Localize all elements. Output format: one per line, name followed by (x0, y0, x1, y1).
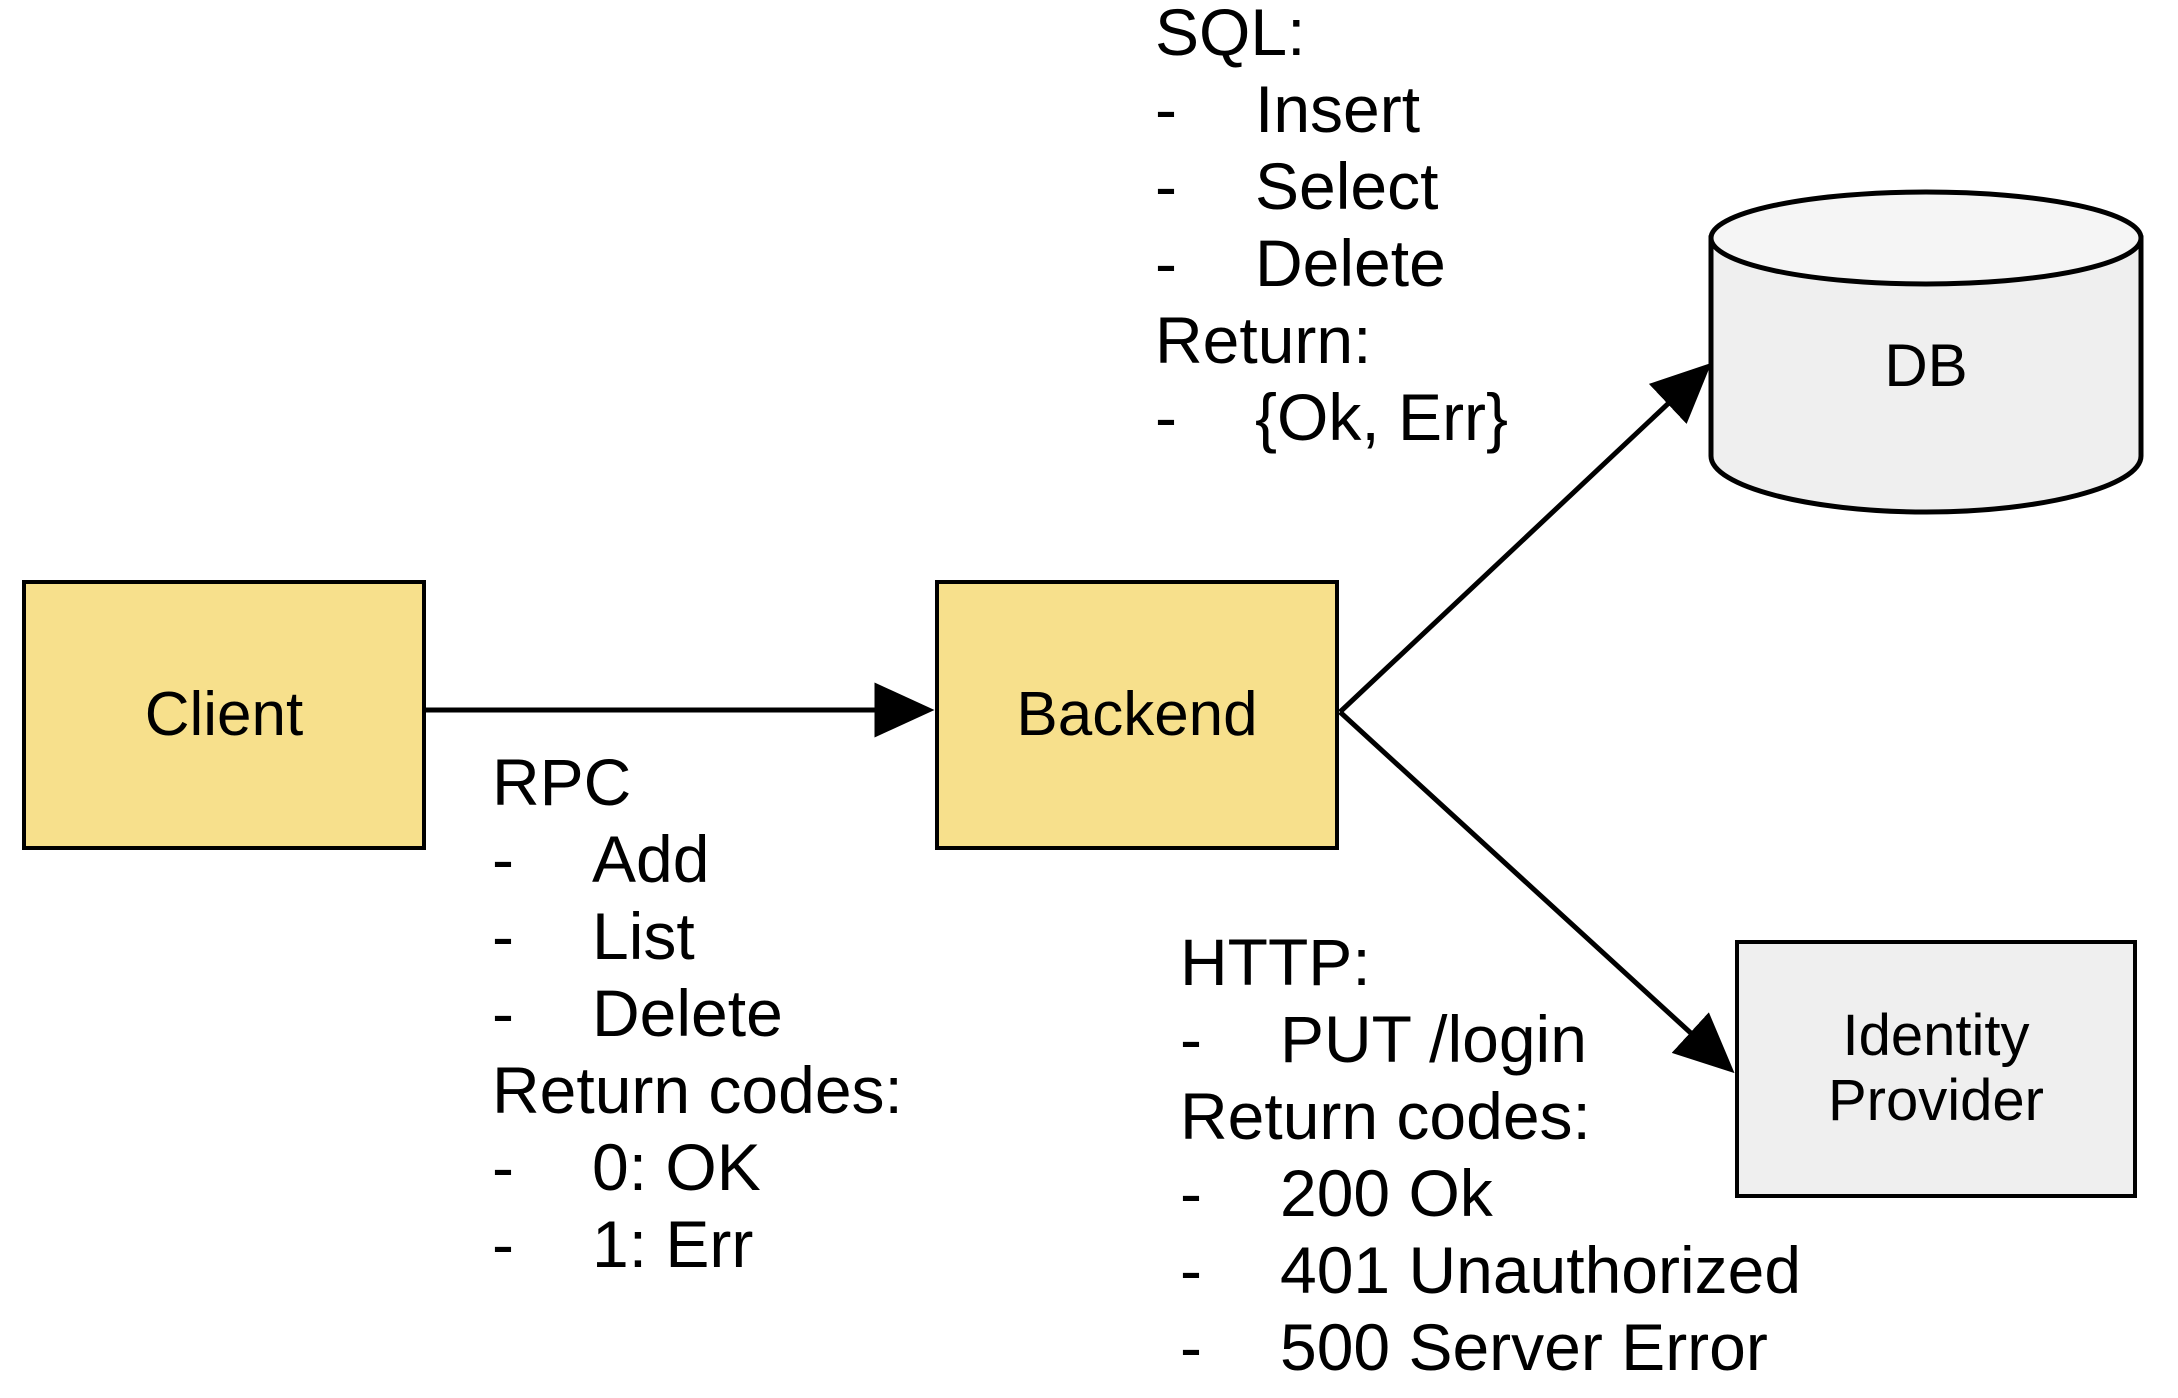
rpc-item-delete: - Delete (492, 975, 903, 1052)
bullet-dash: - (1155, 226, 1177, 300)
sql-return-item-ok-err-label: {Ok, Err} (1255, 380, 1509, 454)
bullet-dash: - (1180, 1156, 1202, 1230)
http-item-put-login: - PUT /login (1180, 1001, 1801, 1078)
bullet-dash: - (1155, 380, 1177, 454)
node-identity-provider-label: Identity Provider (1828, 1003, 2044, 1133)
rpc-item-list: - List (492, 898, 903, 975)
rpc-item-delete-label: Delete (592, 976, 783, 1050)
sql-item-insert: - Insert (1155, 71, 1508, 148)
annotation-rpc: RPC - Add - List - Delete Return codes: - 0:… (492, 744, 903, 1283)
bullet-dash: - (1180, 1310, 1202, 1384)
bullet-dash: - (1155, 149, 1177, 223)
http-return-item-401: - 401 Unauthorized (1180, 1232, 1801, 1309)
sql-return-item-ok-err: - {Ok, Err} (1155, 379, 1508, 456)
rpc-item-add-label: Add (592, 822, 710, 896)
bullet-dash: - (1155, 72, 1177, 146)
rpc-return-heading: Return codes: (492, 1053, 903, 1127)
sql-item-select: - Select (1155, 148, 1508, 225)
sql-item-select-label: Select (1255, 149, 1439, 223)
rpc-heading: RPC (492, 745, 632, 819)
http-return-item-200: - 200 Ok (1180, 1155, 1801, 1232)
node-client[interactable]: Client (22, 580, 426, 850)
http-heading: HTTP: (1180, 925, 1371, 999)
rpc-item-add: - Add (492, 821, 903, 898)
bullet-dash: - (492, 976, 514, 1050)
sql-return-heading: Return: (1155, 303, 1372, 377)
http-return-item-200-label: 200 Ok (1280, 1156, 1493, 1230)
bullet-dash: - (492, 1130, 514, 1204)
http-item-put-login-label: PUT /login (1280, 1002, 1587, 1076)
node-db[interactable]: DB (1706, 186, 2146, 522)
node-identity-provider[interactable]: Identity Provider (1735, 940, 2137, 1198)
sql-heading: SQL: (1155, 0, 1306, 69)
annotation-http: HTTP: -PUT /login Return codes: -200 Ok … (1180, 924, 1801, 1386)
bullet-dash: - (1180, 1002, 1202, 1076)
rpc-return-item-err: - 1: Err (492, 1206, 903, 1283)
node-db-label: DB (1884, 331, 1968, 399)
bullet-dash: - (492, 1207, 514, 1281)
rpc-return-item-ok: - 0: OK (492, 1129, 903, 1206)
node-client-label: Client (144, 680, 304, 750)
sql-item-delete: - Delete (1155, 225, 1508, 302)
sql-item-insert-label: Insert (1255, 72, 1421, 146)
http-return-item-401-label: 401 Unauthorized (1280, 1233, 1802, 1307)
node-backend-label: Backend (1016, 680, 1258, 750)
bullet-dash: - (1180, 1233, 1202, 1307)
http-return-item-500: - 500 Server Error (1180, 1309, 1801, 1386)
database-cylinder-icon (1708, 189, 2144, 515)
bullet-dash: - (492, 822, 514, 896)
rpc-item-list-label: List (592, 899, 695, 973)
bullet-dash: - (492, 899, 514, 973)
annotation-sql: SQL: - Insert - Select - Delete Return: - {O… (1155, 0, 1508, 456)
http-return-item-500-label: 500 Server Error (1280, 1310, 1768, 1384)
node-backend[interactable]: Backend (935, 580, 1339, 850)
sql-item-delete-label: Delete (1255, 226, 1446, 300)
http-return-heading: Return codes: (1180, 1079, 1591, 1153)
rpc-return-item-err-label: 1: Err (592, 1207, 754, 1281)
rpc-return-item-ok-label: 0: OK (592, 1130, 761, 1204)
